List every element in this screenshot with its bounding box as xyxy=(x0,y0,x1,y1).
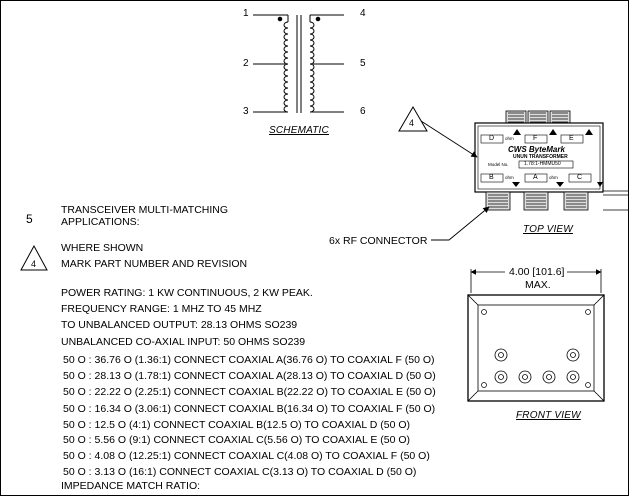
spec-unbalanced-output: TO UNBALANCED OUTPUT: 28.13 OHMS SO239 xyxy=(61,319,298,331)
model-number-label: Model No. xyxy=(488,162,509,167)
width-dimension-note: MAX. xyxy=(525,279,551,291)
ratio-line: 50 O : 36.76 O (1.36:1) CONNECT COAXIAL … xyxy=(63,354,435,366)
note-5-number: 5 xyxy=(26,212,33,226)
port-a-ohm: ohm xyxy=(549,175,558,180)
front-connectors xyxy=(485,191,589,211)
note-5-line-2: APPLICATIONS: xyxy=(61,216,140,228)
ratio-line: 50 O : 22.22 O (2.25:1) CONNECT COAXIAL … xyxy=(63,386,436,398)
note-triangle xyxy=(20,244,48,271)
ratio-line: 50 O : 4.08 O (12.25:1) CONNECT COAXIAL … xyxy=(63,450,430,462)
port-d-ohm: ohm xyxy=(505,136,514,141)
rf-connector-label: 6x RF CONNECTOR xyxy=(329,235,428,247)
schematic-caption: SCHEMATIC xyxy=(269,125,329,136)
note-4-line-1: WHERE SHOWN xyxy=(61,242,144,254)
port-d-label: D xyxy=(489,135,495,142)
ratio-line: 50 O : 3.13 O (16:1) CONNECT COAXIAL C(3… xyxy=(63,466,417,478)
port-f-label: F xyxy=(533,135,538,142)
ratio-line: 50 O : 28.13 O (1.78:1) CONNECT COAXIAL … xyxy=(63,370,436,382)
model-number-value: 1.78:1-HMMU50 xyxy=(524,161,561,167)
rear-connectors xyxy=(505,110,571,125)
spec-power-rating: POWER RATING: 1 KW CONTINUOUS, 2 KW PEAK… xyxy=(61,287,313,299)
revision-callout-triangle xyxy=(398,106,428,132)
pin-3-label: 3 xyxy=(243,106,249,117)
revision-callout-number: 4 xyxy=(409,118,415,128)
width-dimension: 4.00 [101.6] xyxy=(509,266,565,278)
front-view-drawing xyxy=(467,269,605,402)
ratio-line: 50 O : 12.5 O (4:1) CONNECT COAXIAL B(12… xyxy=(63,419,411,431)
pin-2-label: 2 xyxy=(243,58,249,69)
spec-frequency-range: FREQUENCY RANGE: 1 MHZ TO 45 MHZ xyxy=(61,303,262,315)
transformer-schematic xyxy=(253,14,344,113)
secondary-winding xyxy=(309,14,344,113)
ratio-line: 50 O : 16.34 O (3.06:1) CONNECT COAXIAL … xyxy=(63,403,436,415)
pin-5-label: 5 xyxy=(360,58,366,69)
spec-unbalanced-input: UNBALANCED CO-AXIAL INPUT: 50 OHMS SO239 xyxy=(61,336,306,348)
port-e-label: E xyxy=(569,135,574,142)
port-b-ohm: ohm xyxy=(505,175,514,180)
pin-6-label: 6 xyxy=(360,106,366,117)
ratio-line: 50 O : 5.56 O (9:1) CONNECT COAXIAL C(5.… xyxy=(63,434,411,446)
top-view-drawing xyxy=(474,110,629,211)
front-view-caption: FRONT VIEW xyxy=(516,410,581,421)
polarity-dots xyxy=(277,16,321,22)
unun-label: UNUN TRANSFORMER xyxy=(513,154,568,160)
connector-leader xyxy=(431,206,490,241)
port-b-label: B xyxy=(489,174,494,181)
note-5-line-1: TRANSCEIVER MULTI-MATCHING xyxy=(61,204,229,216)
primary-winding xyxy=(253,14,289,113)
note-4-number: 4 xyxy=(31,259,37,269)
front-panel-connectors xyxy=(494,348,580,384)
enclosure-outline xyxy=(474,122,604,193)
top-view-caption: TOP VIEW xyxy=(523,224,573,235)
pin-1-label: 1 xyxy=(243,8,249,19)
impedance-match-heading: IMPEDANCE MATCH RATIO: xyxy=(61,480,201,492)
brand-label: CWS ByteMark xyxy=(508,145,565,154)
port-a-label: A xyxy=(533,174,538,181)
port-c-label: C xyxy=(577,174,583,181)
transformer-core xyxy=(296,15,302,113)
note-4-line-2: MARK PART NUMBER AND REVISION xyxy=(61,258,248,270)
pin-4-label: 4 xyxy=(360,8,366,19)
